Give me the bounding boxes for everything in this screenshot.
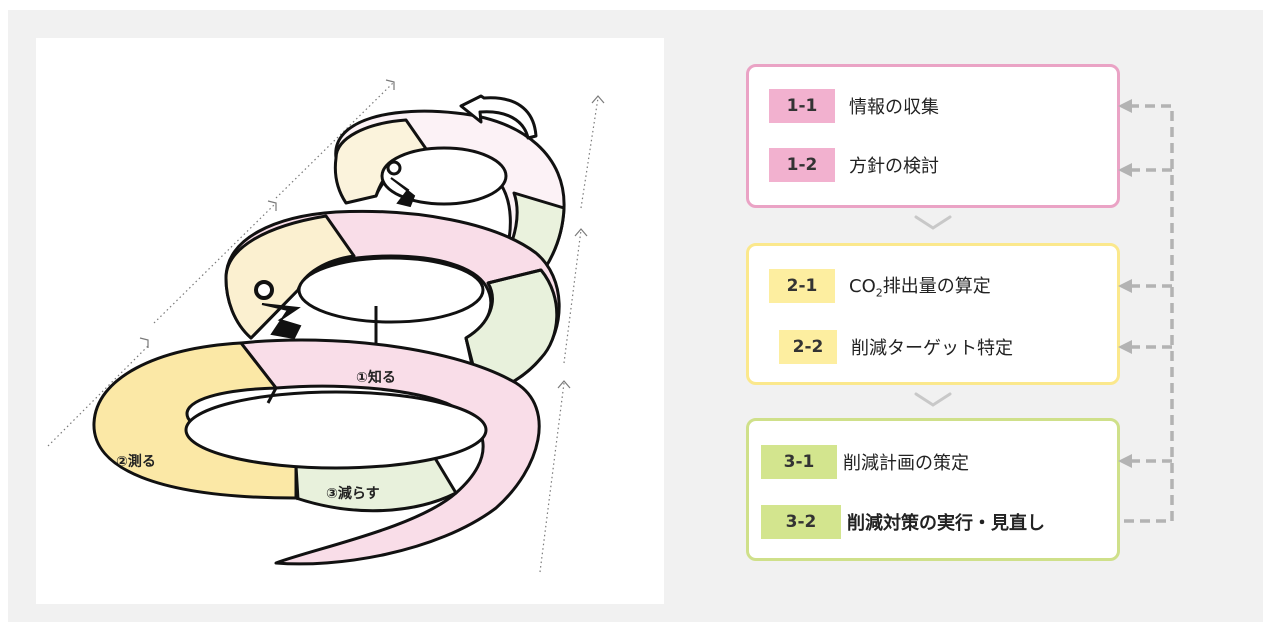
spiral-illustration: ①知る ②測る ③減らす (36, 38, 664, 604)
step-number-2-1: 2-1 (769, 269, 835, 303)
step-label-2-1: CO2排出量の算定 (849, 276, 991, 300)
arrow-head-3 (385, 79, 395, 90)
arrow-head-6 (591, 95, 605, 104)
step-label-3-1: 削減計画の策定 (843, 453, 969, 474)
step-label-1-1: 情報の収集 (849, 97, 939, 118)
arrow-head-1 (139, 337, 149, 348)
dotted-arrow-5 (563, 229, 582, 364)
arrow-head-2 (267, 200, 277, 211)
runner-icon-middle (254, 280, 302, 340)
step-1-1: 1-1 情報の収集 (769, 89, 939, 123)
step-label-1-2: 方針の検討 (849, 156, 939, 177)
label-measure: ②測る (116, 453, 156, 470)
return-arrow (459, 94, 538, 140)
dotted-arrow-2 (153, 202, 277, 324)
arrow-head-4 (557, 380, 571, 389)
step-1-2: 1-2 方針の検討 (769, 148, 939, 182)
step-group-3: 3-1 削減計画の策定 3-2 削減対策の実行・見直し (746, 418, 1120, 561)
label-reduce: ③減らす (326, 485, 380, 502)
step-number-1-2: 1-2 (769, 148, 835, 182)
dotted-arrow-3 (275, 81, 395, 199)
step-number-2-2: 2-2 (779, 330, 837, 364)
step-2-2: 2-2 削減ターゲット特定 (779, 330, 1013, 364)
spiral-tier-bottom (92, 338, 541, 566)
arrow-head-5 (574, 228, 588, 237)
step-group-1: 1-1 情報の収集 1-2 方針の検討 (746, 64, 1120, 208)
step-number-1-1: 1-1 (769, 89, 835, 123)
step-label-3-2: 削減対策の実行・見直し (847, 513, 1045, 534)
step-number-3-1: 3-1 (761, 445, 837, 479)
step-number-3-2: 3-2 (761, 505, 841, 539)
step-2-1: 2-1 CO2排出量の算定 (769, 269, 991, 303)
step-3-1: 3-1 削減計画の策定 (761, 445, 969, 479)
step-group-2: 2-1 CO2排出量の算定 2-2 削減ターゲット特定 (746, 243, 1120, 385)
step-3-2: 3-2 削減対策の実行・見直し (761, 505, 1045, 539)
dotted-arrow-6 (580, 97, 599, 209)
label-know: ①知る (356, 369, 396, 386)
runner-icon-top (386, 160, 416, 208)
dotted-arrow-1 (47, 345, 149, 447)
step-label-2-2: 削減ターゲット特定 (851, 338, 1013, 359)
dotted-arrow-4 (539, 382, 565, 573)
rising-arrows (47, 79, 605, 573)
